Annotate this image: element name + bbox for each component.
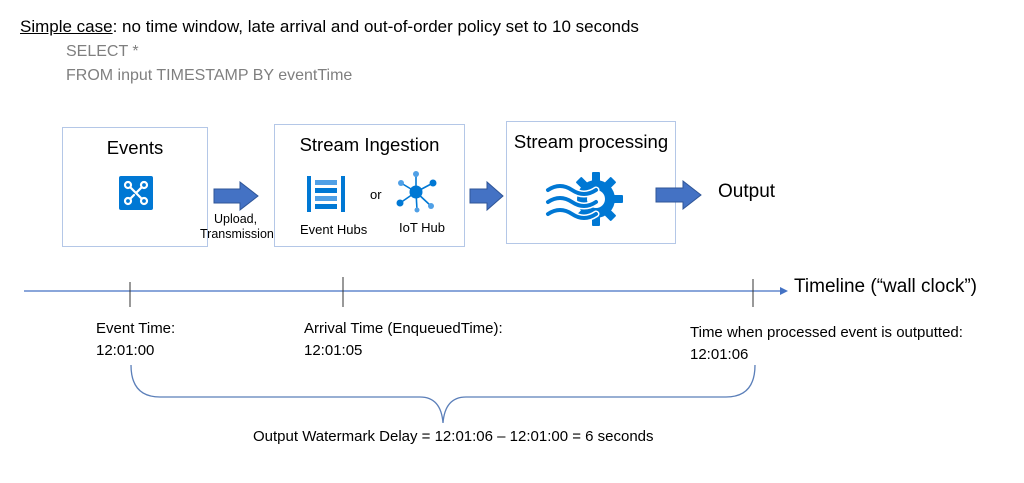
arrow-ingestion-to-processing [469,180,504,212]
arrival-time-value: 12:01:05 [304,342,363,359]
stream-analytics-icon [544,172,623,226]
query-line-1: SELECT * [66,43,139,60]
output-label: Output [718,181,776,202]
arrow-processing-to-output [655,179,702,211]
events-icon [119,176,153,210]
stream-processing-box: Stream processing [506,121,676,244]
output-time-label: Time when processed event is outputted: [690,324,963,341]
iot-hub-icon [396,171,437,213]
event-hubs-label: Event Hubs [300,222,368,237]
stream-ingestion-title: Stream Ingestion [299,134,440,155]
timeline-label: Timeline (“wall clock”) [794,276,977,297]
stream-processing-title: Stream processing [513,131,669,152]
stream-ingestion-box: Stream Ingestion Event Hubs or IoT Hub [274,124,465,247]
upload-label: Upload, [214,212,258,226]
events-title: Events [106,137,164,158]
arrival-time-label: Arrival Time (EnqueuedTime): [304,320,503,337]
query-line-2: FROM input TIMESTAMP BY eventTime [66,67,353,84]
watermark-delay-text: Output Watermark Delay = 12:01:06 – 12:0… [253,428,654,445]
event-time-label: Event Time: [96,320,176,337]
headline-rest: : no time window, late arrival and out-o… [112,17,639,36]
event-hubs-icon [307,176,345,212]
events-box: Events [62,127,208,247]
arrow-events-to-ingestion [213,180,259,212]
iot-hub-label: IoT Hub [399,220,446,235]
delay-brace [130,364,756,424]
or-label: or [370,187,382,202]
timeline-arrowhead [780,287,788,295]
headline: Simple case: no time window, late arriva… [20,17,639,37]
headline-lead: Simple case [20,17,113,36]
transmission-label: Transmission [200,227,274,241]
event-time-value: 12:01:00 [96,342,155,359]
output-time-value: 12:01:06 [690,346,749,363]
